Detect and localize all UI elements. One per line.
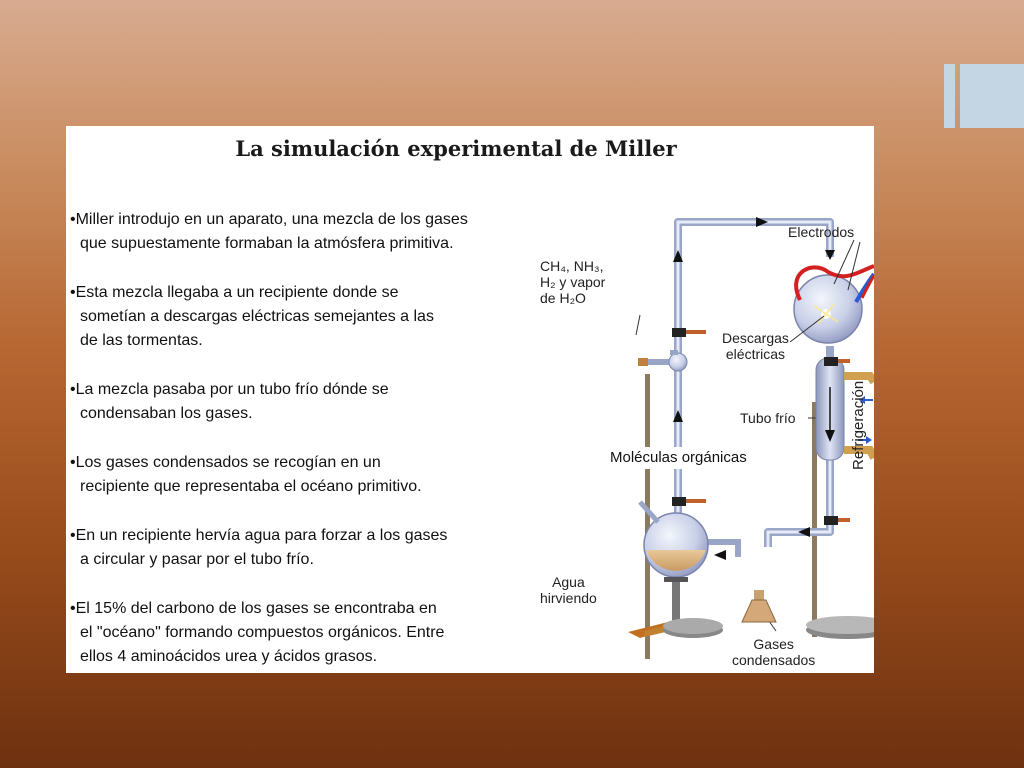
flow-arrow-down bbox=[825, 250, 835, 260]
bullet-item: •Miller introdujo en un aparato, una mez… bbox=[70, 211, 468, 252]
spark-flask bbox=[793, 274, 863, 344]
bullet-list: •Miller introdujo en un aparato, una mez… bbox=[70, 208, 540, 673]
apparatus-diagram: CH₄, NH₃, H₂ y vapor de H₂O Electrodos D… bbox=[528, 212, 874, 673]
cold-tube-label: Tubo frío bbox=[740, 410, 796, 426]
bullet-item: •En un recipiente hervía agua para forza… bbox=[70, 527, 448, 568]
refrigeration-label: Refrigeración bbox=[850, 380, 867, 470]
decorative-accent-bar-wide bbox=[960, 64, 1024, 128]
flow-arrow-return bbox=[714, 527, 810, 560]
clamp-icon bbox=[672, 328, 850, 525]
boiling-water bbox=[646, 550, 706, 571]
bullet-item: •El 15% del carbono de los gases se enco… bbox=[70, 600, 445, 665]
apparatus-drawing bbox=[628, 217, 874, 659]
electrodes-label: Electrodos bbox=[788, 224, 855, 240]
flow-arrow-cold bbox=[825, 430, 835, 442]
miller-experiment-slide: La simulación experimental de Miller •Mi… bbox=[66, 126, 874, 673]
gases-label: CH₄, NH₃, H₂ y vapor de H₂O bbox=[540, 258, 606, 306]
inlet-valve bbox=[668, 352, 688, 372]
flow-arrow-top bbox=[756, 217, 768, 227]
hot-plate-icon bbox=[806, 616, 874, 639]
stand-rod-left bbox=[645, 374, 650, 659]
cooling-out-arrow-icon bbox=[858, 436, 872, 444]
condensed-gases-label: Gases condensados bbox=[732, 636, 816, 668]
burner-icon bbox=[628, 577, 723, 638]
boiling-water-label: Agua hirviendo bbox=[540, 574, 597, 606]
cooling-pipe-top bbox=[844, 372, 874, 385]
electrode-red-wire bbox=[794, 264, 874, 301]
bullet-item: •Esta mezcla llegaba a un recipiente don… bbox=[70, 284, 434, 349]
organic-molecules-label: Moléculas orgánicas bbox=[604, 447, 780, 469]
stand-rod-right bbox=[812, 402, 817, 637]
cooling-pipe-bottom bbox=[844, 446, 874, 460]
collecting-flask-icon bbox=[741, 590, 777, 623]
slide-title: La simulación experimental de Miller bbox=[235, 136, 677, 161]
decorative-accent-bar-thin bbox=[944, 64, 955, 128]
bullet-item: •La mezcla pasaba por un tubo frío dónde… bbox=[70, 381, 389, 422]
discharges-label: Descargas eléctricas bbox=[722, 330, 789, 362]
bullet-item: •Los gases condensados se recogían en un… bbox=[70, 454, 422, 495]
flow-arrow-up bbox=[673, 250, 683, 422]
cooling-in-arrow-icon bbox=[859, 396, 873, 404]
